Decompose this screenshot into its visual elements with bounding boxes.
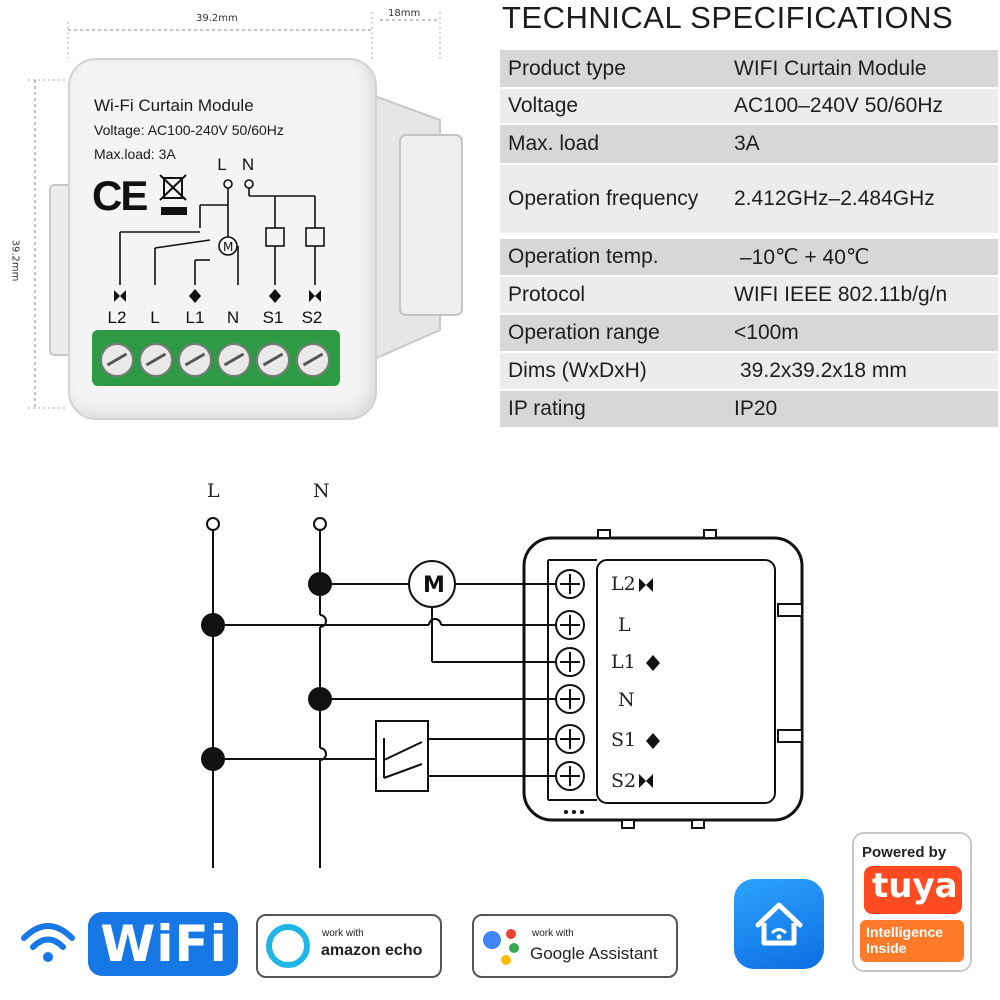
module-motor-symbol: M xyxy=(223,240,233,254)
screw-terminal xyxy=(178,343,212,377)
spec-title: TECHNICAL SPECIFICATIONS xyxy=(502,0,954,35)
spec-row: Dims (WxDxH) 39.2x39.2x18 mm xyxy=(500,351,998,389)
tuya-logo-box xyxy=(864,866,962,914)
spec-value: –10℃ + 40℃ xyxy=(740,245,870,269)
dimension-lines xyxy=(28,12,463,409)
module-max-load: Max.load: 3A xyxy=(94,146,176,162)
wifi-signal-icon xyxy=(21,923,75,962)
alexa-ring-icon xyxy=(266,924,310,968)
tuya-powered-text: Powered by xyxy=(862,844,947,861)
spec-row: Product type WIFI Curtain Module xyxy=(500,48,998,87)
spec-value: AC100–240V 50/60Hz xyxy=(734,94,943,117)
diagram-terminal-l: L xyxy=(618,614,631,636)
spec-row: IP rating IP20 xyxy=(500,389,998,427)
spec-key: Voltage xyxy=(508,94,579,117)
module-top-label-l: L xyxy=(217,155,227,174)
module-voltage: Voltage: AC100-240V 50/60Hz xyxy=(94,122,284,138)
dim-depth: 18mm xyxy=(388,8,421,19)
diagram-label-l: L xyxy=(207,480,220,502)
screw-terminal xyxy=(256,343,290,377)
wifi-logo-text: WiFi xyxy=(100,915,228,973)
screw-terminal xyxy=(100,343,134,377)
spec-value: IP20 xyxy=(734,397,778,420)
diagram-terminal-s2: S2 xyxy=(611,770,637,792)
wiring-lines: M xyxy=(201,517,804,868)
screw-terminal xyxy=(139,343,173,377)
wifi-logo xyxy=(88,912,238,976)
spec-row: Operation frequency 2.412GHz–2.484GHz xyxy=(500,163,998,233)
spec-table: Product type WIFI Curtain Module Voltage… xyxy=(500,48,998,427)
dim-width: 39.2mm xyxy=(196,13,238,24)
diagram-terminal-l2: L2 xyxy=(611,573,636,595)
diagram-terminal-s1: S1 xyxy=(611,729,637,751)
diagram-terminal-n: N xyxy=(618,689,635,711)
diagram-terminal-l1: L1 xyxy=(611,651,636,673)
spec-value: WIFI Curtain Module xyxy=(734,56,927,80)
spec-row: Operation range <100m xyxy=(500,313,998,351)
diagram-label-n: N xyxy=(313,480,330,502)
module-terminal-l2: L2 xyxy=(107,308,127,327)
ce-mark: CE xyxy=(92,172,148,219)
spec-key: IP rating xyxy=(508,397,586,420)
module-terminal-l1: L1 xyxy=(185,308,205,327)
spec-value: 3A xyxy=(734,132,760,155)
spec-row: Operation temp. –10℃ + 40℃ xyxy=(500,233,998,275)
diagram-motor-symbol: M xyxy=(423,573,445,598)
spec-value: 2.412GHz–2.484GHz xyxy=(734,187,935,210)
spec-value: WIFI IEEE 802.11b/g/n xyxy=(734,283,948,306)
spec-key: Operation temp. xyxy=(508,245,659,268)
spec-row: Voltage AC100–240V 50/60Hz xyxy=(500,87,998,123)
google-assistant-badge xyxy=(472,914,678,978)
tuya-inside-box xyxy=(860,920,964,962)
module-terminal-s1: S1 xyxy=(262,308,284,327)
spec-key: Operation frequency xyxy=(508,187,699,210)
spec-row: Protocol WIFI IEEE 802.11b/g/n xyxy=(500,275,998,313)
spec-row: Max. load 3A xyxy=(500,123,998,163)
spec-value: 39.2x39.2x18 mm xyxy=(740,359,907,382)
tuya-name-text: tuya xyxy=(872,866,958,906)
spec-key: Dims (WxDxH) xyxy=(508,359,647,382)
module-terminal-n: N xyxy=(226,308,240,327)
module-top-label-n: N xyxy=(241,155,255,174)
google-assistant-icon xyxy=(483,929,519,965)
alexa-small-text: work with xyxy=(322,928,364,939)
google-name-text: Google Assistant xyxy=(530,944,658,963)
weee-bin-icon xyxy=(159,174,187,215)
spec-key: Operation range xyxy=(508,321,660,344)
smart-home-app-icon xyxy=(734,879,824,969)
module-terminal-s2: S2 xyxy=(301,308,323,327)
module-schematic: M xyxy=(114,174,325,303)
spec-key: Protocol xyxy=(508,283,586,306)
house-icon xyxy=(755,902,803,946)
google-small-text: work with xyxy=(532,928,574,939)
tuya-inside-text: Intelligence Inside xyxy=(866,924,944,956)
module-terminal-l: L xyxy=(150,308,160,327)
spec-value: <100m xyxy=(734,321,799,344)
screw-terminal xyxy=(296,343,330,377)
module-title: Wi-Fi Curtain Module xyxy=(94,96,254,115)
screw-terminal xyxy=(217,343,251,377)
spec-key: Max. load xyxy=(508,132,600,155)
spec-key: Product type xyxy=(508,56,626,80)
alexa-name-text: amazon echo xyxy=(321,942,423,959)
